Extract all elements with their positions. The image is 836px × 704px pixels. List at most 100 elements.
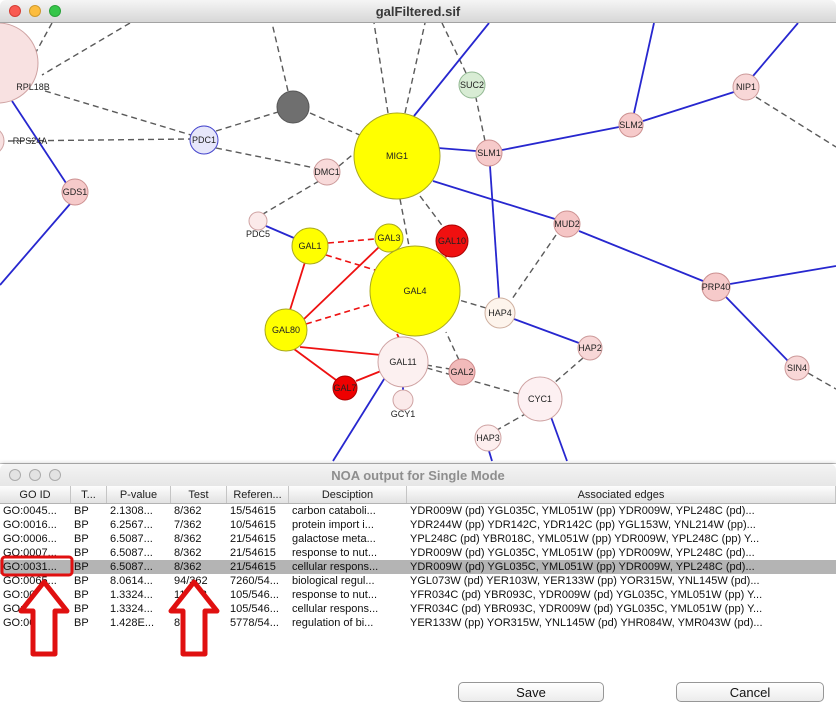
graph-edge[interactable]	[752, 23, 799, 77]
node-hap2[interactable]	[577, 335, 603, 361]
graph-edge[interactable]	[513, 318, 580, 344]
node-pdc5[interactable]	[248, 211, 268, 231]
node-gal1[interactable]	[291, 227, 329, 265]
graph-edge[interactable]	[293, 348, 337, 381]
graph-edge[interactable]	[399, 198, 410, 247]
graph-edge[interactable]	[271, 23, 289, 92]
node-slm2[interactable]	[618, 112, 644, 138]
graph-edge[interactable]	[11, 100, 67, 184]
node-sin4[interactable]	[784, 355, 810, 381]
graph-edge[interactable]	[501, 126, 620, 151]
node-gal4[interactable]	[369, 245, 461, 337]
node-nip1[interactable]	[732, 73, 760, 101]
node-mud2[interactable]	[553, 210, 581, 238]
node-unlabeled[interactable]	[276, 90, 310, 124]
graph-edge[interactable]	[289, 261, 306, 311]
node-dmc1[interactable]	[313, 158, 341, 186]
graph-edge[interactable]	[265, 225, 295, 239]
node-gal7[interactable]	[332, 375, 358, 401]
column-header[interactable]: Associated edges	[407, 486, 836, 503]
node-cyc1[interactable]	[517, 376, 563, 422]
graph-edge[interactable]	[511, 234, 557, 300]
column-header[interactable]: Desciption	[289, 486, 407, 503]
node-prp40[interactable]	[701, 272, 731, 302]
minimize-button[interactable]	[29, 469, 41, 481]
graph-edge[interactable]	[338, 150, 358, 167]
graph-edge[interactable]	[807, 372, 836, 390]
node-hap3[interactable]	[474, 424, 502, 452]
graph-edge[interactable]	[41, 23, 131, 76]
graph-edge[interactable]	[332, 375, 387, 462]
graph-edge[interactable]	[755, 96, 836, 148]
node-gal3[interactable]	[374, 223, 404, 253]
close-button[interactable]	[9, 5, 21, 17]
graph-edge[interactable]	[305, 303, 373, 325]
zoom-button[interactable]	[49, 5, 61, 17]
graph-edge[interactable]	[299, 346, 382, 356]
cancel-button[interactable]: Cancel	[676, 682, 824, 702]
graph-edge[interactable]	[425, 364, 451, 370]
graph-edge[interactable]	[488, 450, 493, 462]
graph-edge[interactable]	[325, 254, 376, 271]
graph-edge[interactable]	[642, 91, 735, 122]
graph-edge[interactable]	[0, 203, 71, 286]
column-header[interactable]: Test	[171, 486, 227, 503]
node-slm1[interactable]	[475, 139, 503, 167]
graph-edge[interactable]	[729, 265, 836, 285]
network-canvas[interactable]: RPL18BRPS24AGDS1PDC1DMC1MIG1SUC2SLM1SLM2…	[0, 23, 836, 463]
node-gal80[interactable]	[264, 308, 308, 352]
node-gal2[interactable]	[448, 358, 476, 386]
graph-edge[interactable]	[373, 23, 389, 114]
graph-edge[interactable]	[437, 147, 477, 152]
graph-edge[interactable]	[327, 238, 376, 244]
graph-edge[interactable]	[419, 195, 445, 229]
graph-edge[interactable]	[552, 357, 584, 385]
node-gds1[interactable]	[61, 178, 89, 206]
node-pdc1[interactable]	[189, 125, 219, 155]
graph-edge[interactable]	[489, 165, 500, 299]
graph-edge[interactable]	[445, 331, 460, 361]
close-button[interactable]	[9, 469, 21, 481]
graph-edge[interactable]	[215, 147, 316, 169]
node-gcy1[interactable]	[392, 389, 414, 411]
graph-edge[interactable]	[44, 90, 192, 136]
node-hap4[interactable]	[484, 297, 516, 329]
graph-edge[interactable]	[262, 180, 320, 215]
graph-edge[interactable]	[496, 412, 528, 431]
graph-edge[interactable]	[458, 299, 487, 309]
column-header[interactable]: Referen...	[227, 486, 289, 503]
graph-edge[interactable]	[355, 370, 382, 382]
column-header[interactable]: GO ID	[0, 486, 71, 503]
graph-edge[interactable]	[413, 23, 490, 117]
node-rpl18b[interactable]	[0, 23, 39, 104]
column-header[interactable]: P-value	[107, 486, 171, 503]
node-rps24a[interactable]	[0, 127, 5, 155]
graph-edge[interactable]	[633, 23, 655, 114]
minimize-button[interactable]	[29, 5, 41, 17]
zoom-button[interactable]	[49, 469, 61, 481]
node-gal10[interactable]	[435, 224, 469, 258]
node-mig1[interactable]	[353, 112, 441, 200]
column-header[interactable]: T...	[71, 486, 107, 503]
node-gal11[interactable]	[377, 336, 429, 388]
graph-edge[interactable]	[578, 230, 704, 282]
graph-edge[interactable]	[29, 23, 53, 64]
graph-edge[interactable]	[404, 23, 426, 114]
graph-edge[interactable]	[302, 246, 380, 321]
node-suc2[interactable]	[458, 71, 486, 99]
graph-edge[interactable]	[309, 112, 363, 137]
graph-edge[interactable]	[432, 180, 556, 220]
save-button[interactable]: Save	[458, 682, 604, 702]
graph-edge[interactable]	[550, 416, 568, 462]
graph-edge[interactable]	[426, 367, 520, 395]
graph-edge[interactable]	[215, 111, 279, 132]
